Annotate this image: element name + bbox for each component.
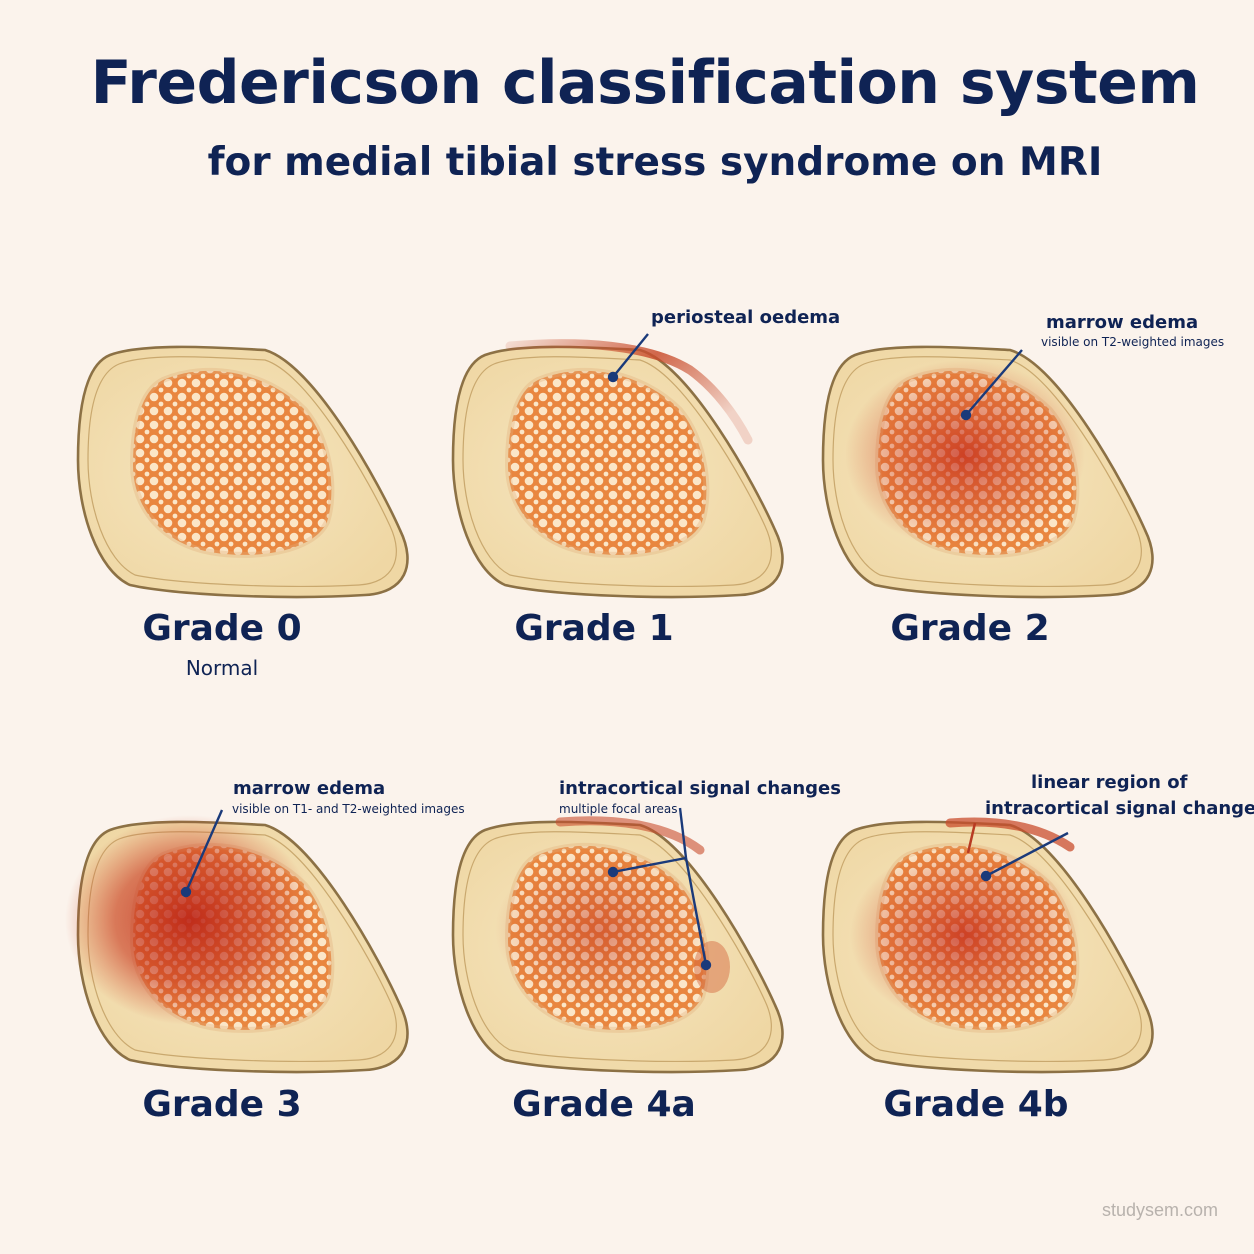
annotation-grade-3: marrow edema [233, 778, 386, 799]
panel-grade-1 [453, 339, 782, 597]
leader-grade-1 [607, 333, 649, 383]
intracortical-linear-signal [966, 822, 977, 854]
periosteal-edema-band [945, 817, 1075, 852]
marrow-edema-region [495, 850, 705, 1010]
periosteal-edema-band [505, 339, 753, 445]
grade-description-0: Normal [185, 656, 259, 680]
annotation-grade-4b-line1: linear region of [1031, 772, 1188, 793]
grade-label-1: Grade 1 [514, 608, 674, 649]
annotation-grade-4b-line2: intracortical signal change [985, 798, 1254, 819]
panel-grade-3 [65, 815, 407, 1072]
annotation-grade-4a: intracortical signal changes [559, 778, 841, 799]
page-subtitle: for medial tibial stress syndrome on MRI [207, 140, 1103, 185]
intracortical-focal-area [694, 941, 730, 993]
annotation-sub-grade-4a: multiple focal areas [559, 802, 678, 816]
grade-label-3: Grade 3 [142, 1084, 302, 1125]
annotation-sub-grade-3: visible on T1- and T2-weighted images [232, 802, 465, 816]
grade-label-0: Grade 0 [142, 608, 302, 649]
marrow-edema-region [850, 845, 1080, 1025]
watermark: studysem.com [1101, 1200, 1218, 1220]
marrow-edema-region [65, 815, 315, 1025]
grade-label-4b: Grade 4b [883, 1084, 1069, 1125]
panel-grade-4b [823, 817, 1152, 1072]
grade-label-2: Grade 2 [890, 608, 1050, 649]
panel-grade-0 [78, 347, 407, 597]
grade-label-4a: Grade 4a [512, 1084, 696, 1125]
panel-grade-4a [453, 816, 782, 1072]
intracortical-focal-area [555, 816, 705, 855]
annotation-grade-1: periosteal oedema [651, 307, 841, 328]
tibia-cross-section-icon [453, 347, 782, 597]
leader-grade-4b [980, 831, 1069, 882]
leader-lines [180, 333, 1069, 971]
leader-grade-2 [960, 349, 1023, 421]
marrow-edema-region [845, 360, 1085, 550]
leader-grade-4a [607, 807, 712, 971]
annotation-grade-2: marrow edema [1046, 312, 1199, 333]
panel-grade-2 [823, 347, 1152, 597]
annotation-sub-grade-2: visible on T2-weighted images [1041, 335, 1225, 349]
leader-grade-3 [180, 809, 224, 898]
tibia-cross-section-icon [78, 347, 407, 597]
page-title: Fredericson classification system [90, 48, 1200, 118]
